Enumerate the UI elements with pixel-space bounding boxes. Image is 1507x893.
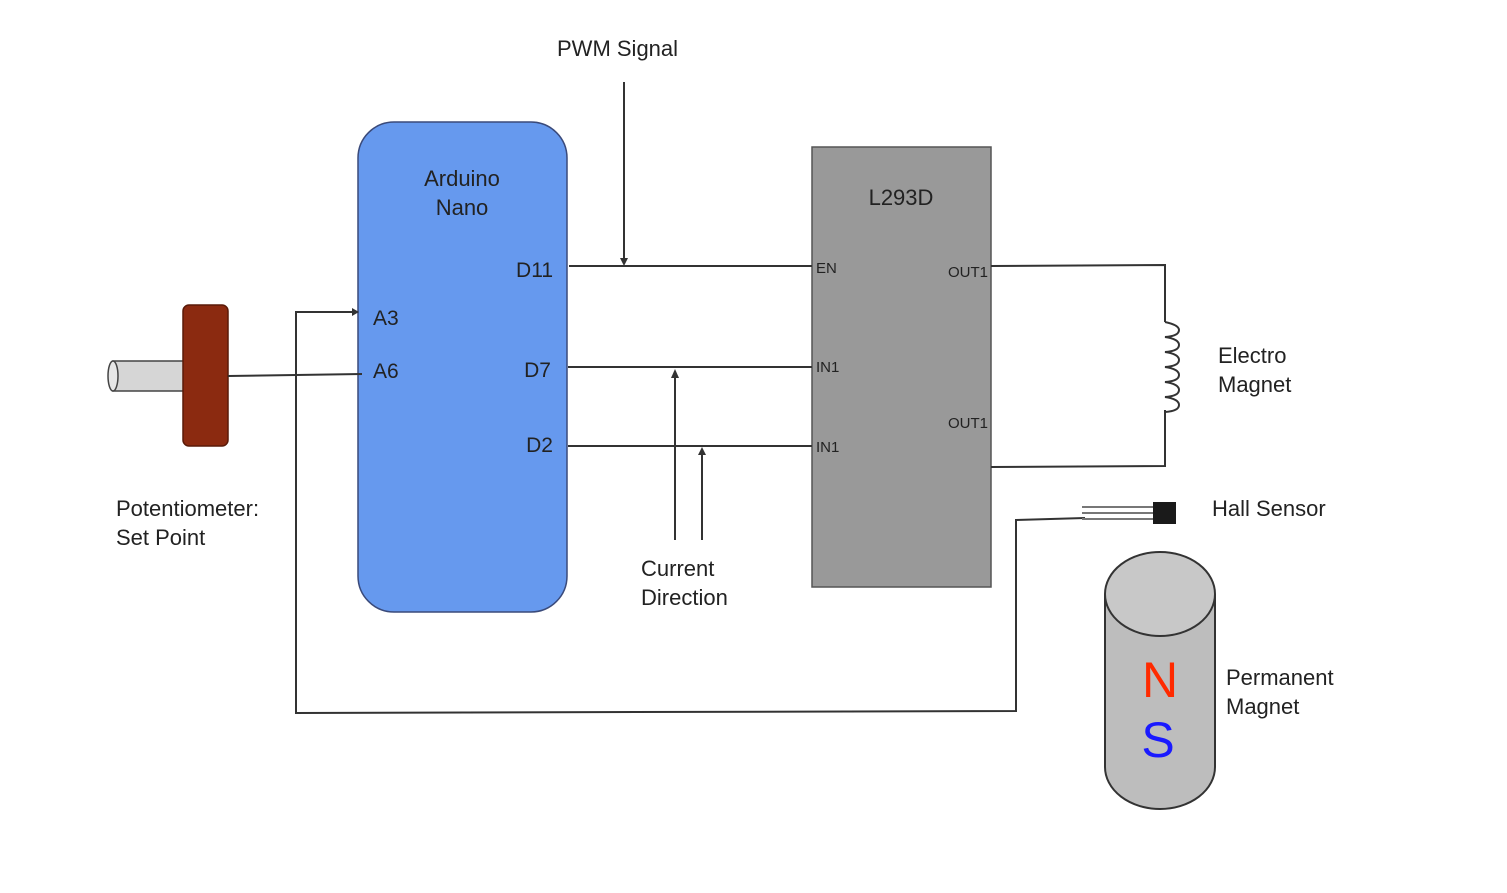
- l293d-pin-en: EN: [816, 260, 837, 277]
- current-direction-arrowhead-1: [671, 369, 679, 378]
- potentiometer: [107, 304, 229, 447]
- hall-sensor: [1082, 502, 1176, 524]
- arduino-pin-d11: D11: [516, 259, 553, 282]
- l293d-pin-in1-bottom: IN1: [816, 439, 839, 456]
- arduino-pin-d7: D7: [524, 359, 551, 382]
- l293d-pin-out1-top: OUT1: [948, 264, 988, 281]
- electromagnet-label-line-2: Magnet: [1218, 372, 1291, 397]
- pwm-signal-label: PWM Signal: [557, 36, 678, 61]
- wire-out1-top-coil: [990, 263, 1166, 322]
- magnet-north-pole: N: [1142, 652, 1178, 708]
- l293d-pin-out1-bottom: OUT1: [948, 415, 988, 432]
- wire-hall-sensor-a3-arrowhead: [352, 308, 359, 316]
- wire-out1-bottom-coil: [990, 410, 1166, 468]
- hall-sensor-body: [1153, 502, 1176, 524]
- potentiometer-knob: [182, 304, 229, 447]
- magnet-south-pole: S: [1141, 712, 1174, 768]
- arduino-title-line-1: Arduino: [424, 166, 500, 191]
- permanent-magnet-label-line-1: Permanent: [1226, 665, 1334, 690]
- pwm-signal-arrowhead: [620, 258, 628, 266]
- potentiometer-label-line-1: Potentiometer:: [116, 496, 259, 521]
- potentiometer-shaft-end: [107, 360, 119, 392]
- current-direction-label-line-1: Current: [641, 556, 714, 581]
- l293d-block: [811, 146, 992, 588]
- arduino-title-line-2: Nano: [436, 195, 489, 220]
- electromagnet-label-line-1: Electro: [1218, 343, 1286, 368]
- current-direction-arrowhead-2: [698, 447, 706, 455]
- wire-hall-sensor-a3: [295, 311, 1086, 715]
- permanent-magnet-label-line-2: Magnet: [1226, 694, 1299, 719]
- electromagnet-coil: [1164, 321, 1181, 413]
- permanent-magnet: [1104, 551, 1216, 810]
- potentiometer-label-line-2: Set Point: [116, 525, 205, 550]
- arduino-pin-a6: A6: [373, 360, 399, 383]
- l293d-pin-in1-top: IN1: [816, 359, 839, 376]
- l293d-title: L293D: [869, 185, 934, 210]
- arduino-pin-d2: D2: [526, 434, 553, 457]
- hall-sensor-label: Hall Sensor: [1212, 496, 1326, 521]
- arduino-pin-a3: A3: [373, 307, 399, 330]
- permanent-magnet-top: [1104, 551, 1216, 637]
- current-direction-label-line-2: Direction: [641, 585, 728, 610]
- arduino-nano-block: [357, 121, 568, 613]
- potentiometer-shaft: [112, 360, 186, 392]
